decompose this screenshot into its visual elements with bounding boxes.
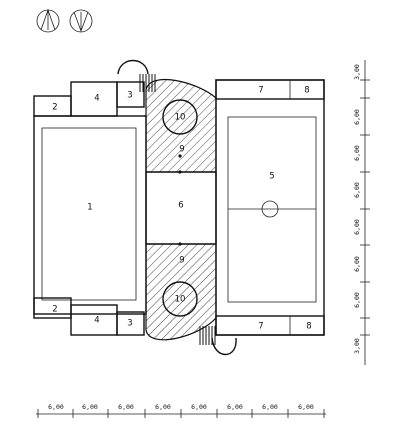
dim-h-8: 6,00 xyxy=(298,403,314,411)
room-label-8-top: 8 xyxy=(304,86,309,96)
dim-v-6: 6,00 xyxy=(353,256,361,272)
room-label-2-bottom: 2 xyxy=(52,305,57,315)
room-label-3-bottom: 3 xyxy=(127,319,132,329)
room-label-7-bottom: 7 xyxy=(258,322,263,332)
dim-v-3: 6,00 xyxy=(353,145,361,161)
dim-h-6: 6,00 xyxy=(227,403,243,411)
dim-h-2: 6,00 xyxy=(82,403,98,411)
right-hall-block xyxy=(215,79,325,336)
room-label-2-top: 2 xyxy=(52,103,57,113)
north-arrow-icon xyxy=(36,8,60,33)
north-arrow-icon xyxy=(69,9,93,33)
room-label-1: 1 xyxy=(87,203,92,213)
room-label-3-top: 3 xyxy=(127,91,132,101)
room-label-5: 5 xyxy=(269,172,274,182)
room-label-10-bottom: 10 xyxy=(175,295,186,305)
dim-v-8: 3,00 xyxy=(353,338,361,354)
dim-v-1: 3,00 xyxy=(353,64,361,80)
room-label-7-top: 7 xyxy=(258,86,263,96)
room-label-4-top: 4 xyxy=(94,94,99,104)
room-label-10-top: 10 xyxy=(175,113,186,123)
vertical-dimension-line: 3,00 6,00 6,00 6,00 6,00 6,00 6,00 3,00 xyxy=(353,60,370,365)
dim-v-2: 6,00 xyxy=(353,109,361,125)
dim-h-5: 6,00 xyxy=(191,403,207,411)
dim-v-4: 6,00 xyxy=(353,182,361,198)
dim-v-5: 6,00 xyxy=(353,219,361,235)
dim-v-7: 6,00 xyxy=(353,292,361,308)
horizontal-dimension-line: 6,00 6,00 6,00 6,00 6,00 6,00 6,00 6,00 xyxy=(36,403,326,418)
room-label-6: 6 xyxy=(178,201,183,211)
dim-h-3: 6,00 xyxy=(118,403,134,411)
room-label-4-bottom: 4 xyxy=(94,316,99,326)
room-label-9-top: 9 xyxy=(179,145,184,155)
room-label-8-bottom: 8 xyxy=(306,322,311,332)
dim-h-7: 6,00 xyxy=(262,403,278,411)
room-label-9-bottom: 9 xyxy=(179,256,184,266)
dim-h-4: 6,00 xyxy=(155,403,171,411)
central-link xyxy=(117,59,237,355)
dim-h-1: 6,00 xyxy=(48,403,64,411)
